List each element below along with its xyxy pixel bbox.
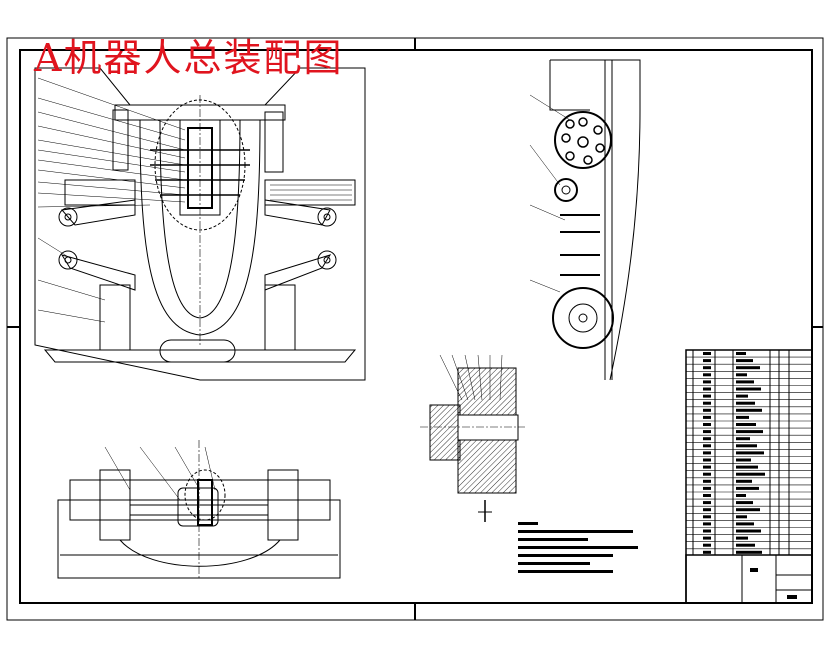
table-cell-text <box>736 472 765 476</box>
table-cell-text <box>736 494 746 497</box>
table-cell-text <box>703 451 711 455</box>
table-cell-text <box>736 437 750 441</box>
table-cell-text <box>736 522 754 526</box>
table-cell-text <box>703 437 711 441</box>
table-cell-text <box>736 529 761 533</box>
drawing-title: A机器人总装配图 <box>34 36 344 80</box>
table-cell-text <box>703 529 711 533</box>
table-cell-text <box>736 359 753 363</box>
section-detail <box>420 354 525 522</box>
table-cell-text <box>736 401 755 405</box>
table-cell-text <box>703 380 711 384</box>
table-cell-text <box>736 408 762 412</box>
table-cell-text <box>703 352 711 355</box>
table-cell-text <box>703 501 711 505</box>
table-cell-text <box>703 486 711 490</box>
table-cell-text <box>703 408 711 412</box>
center-marks <box>7 38 823 620</box>
table-cell-text <box>703 359 711 363</box>
table-cell-text <box>736 486 759 490</box>
table-cell-text <box>703 508 711 512</box>
table-cell-text <box>703 430 711 434</box>
table-cell-text <box>703 550 711 554</box>
table-cell-text <box>736 394 748 398</box>
table-cell-text <box>703 423 711 426</box>
table-cell-text <box>703 465 711 469</box>
table-cell-text <box>703 444 711 448</box>
table-cell-text <box>736 415 749 419</box>
table-cell-text <box>736 536 748 540</box>
table-cell-text <box>703 522 711 526</box>
table-cell-text <box>736 366 760 370</box>
table-cell-text <box>736 465 758 469</box>
table-cell-text <box>736 501 753 505</box>
table-cell-text <box>703 543 711 547</box>
side-view <box>529 59 641 381</box>
table-cell-text <box>736 373 747 377</box>
table-cell-text <box>703 415 711 419</box>
table-cell-text <box>703 373 711 377</box>
table-cell-text <box>736 423 756 426</box>
table-cell-text <box>703 472 711 476</box>
table-cell-text <box>736 352 746 355</box>
parts-list-table <box>685 349 813 604</box>
table-cell-text <box>736 550 762 554</box>
table-cell-text <box>736 479 752 483</box>
table-cell-text <box>703 479 711 483</box>
table-cell-text <box>736 543 755 547</box>
table-cell-text <box>736 458 751 462</box>
table-cell-text <box>736 451 764 455</box>
table-cell-text <box>703 494 711 497</box>
outer-border <box>6 37 824 621</box>
table-cell-text <box>703 458 711 462</box>
table-cell-text <box>736 380 754 384</box>
table-cell-text <box>736 515 747 519</box>
table-cell-text <box>736 430 763 434</box>
table-cell-text <box>703 401 711 405</box>
table-cell-text <box>703 536 711 540</box>
table-cell-text <box>736 387 761 391</box>
table-cell-text <box>736 444 757 448</box>
table-cell-text <box>703 387 711 391</box>
leader-lines <box>37 77 186 323</box>
technical-requirements-notes <box>518 522 638 573</box>
front-view <box>34 67 366 381</box>
table-cell-text <box>703 366 711 370</box>
table-cell-text <box>703 515 711 519</box>
table-cell-text <box>703 394 711 398</box>
top-view <box>57 440 341 579</box>
table-cell-text <box>736 508 760 512</box>
